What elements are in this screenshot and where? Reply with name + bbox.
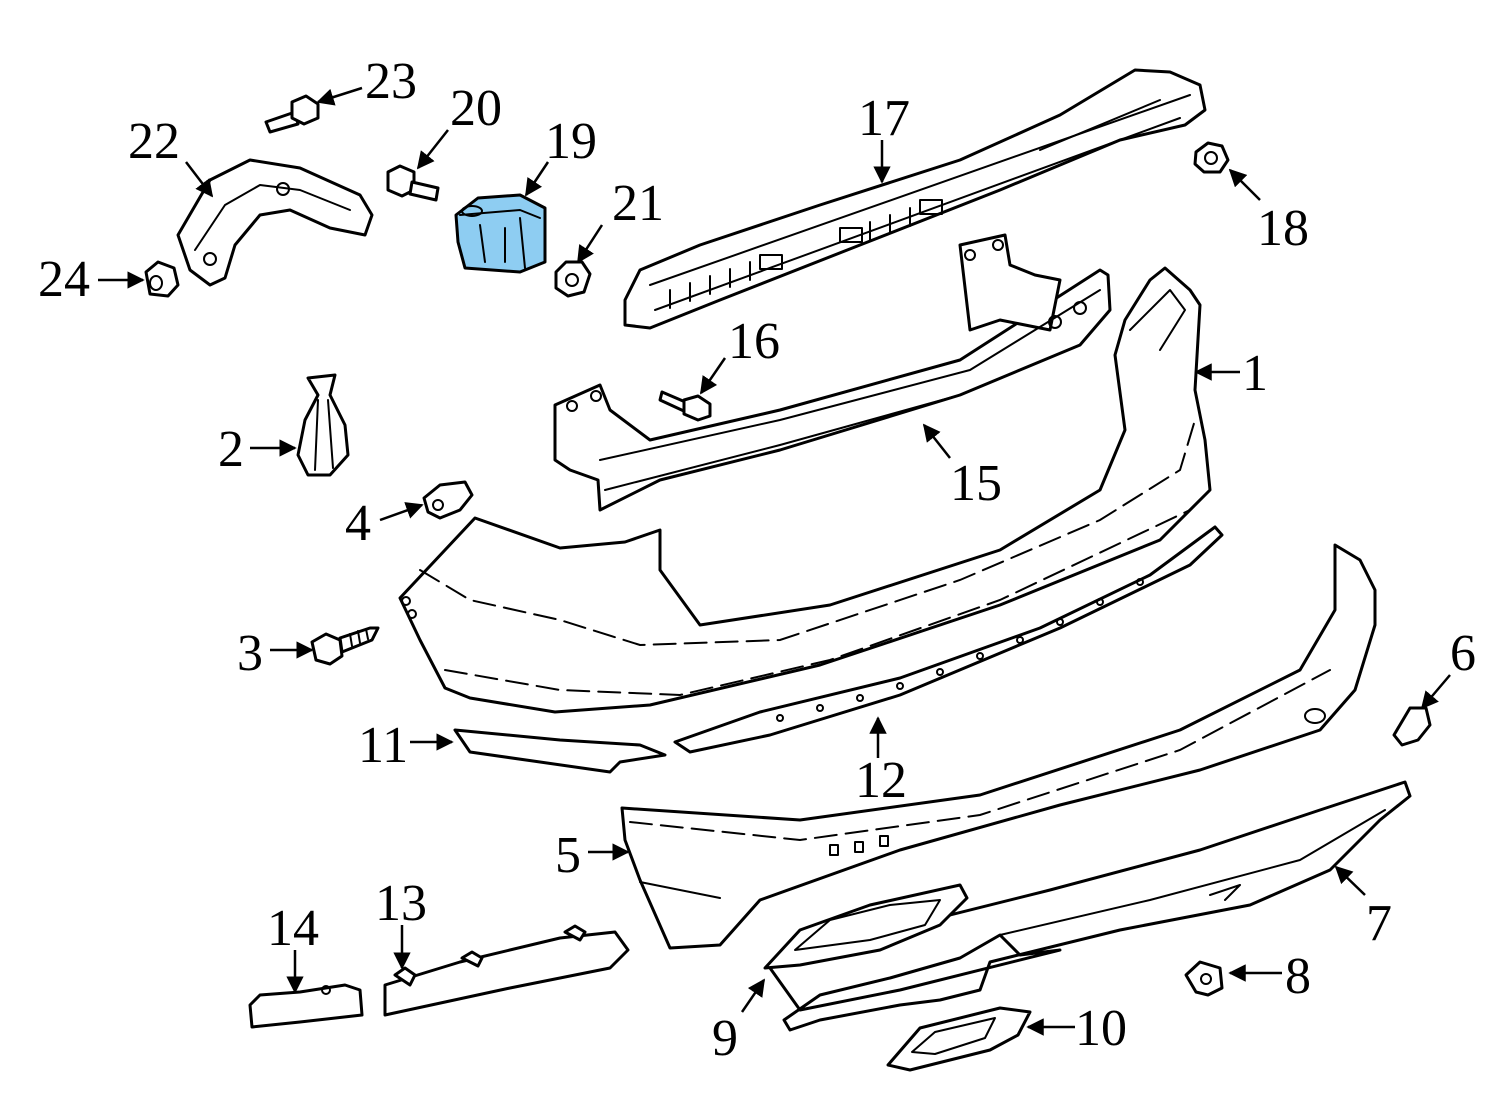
callout-21: 21	[612, 175, 664, 232]
callout-2: 2	[218, 421, 244, 478]
callout-5: 5	[555, 827, 581, 884]
callout-4: 4	[345, 495, 371, 552]
callout-labels: 1 2 3 4 5 6 7 8 9 10 11 12 13 14 15 16 1…	[38, 53, 1476, 1067]
part-22-bracket[interactable]	[176, 158, 374, 287]
callout-23: 23	[365, 53, 417, 110]
part-16-bolt[interactable]	[658, 390, 712, 422]
part-1-bumper-cover[interactable]	[398, 266, 1212, 714]
callout-24: 24	[38, 251, 90, 308]
callout-13: 13	[375, 875, 427, 932]
callout-1: 1	[1242, 345, 1268, 402]
callout-16: 16	[728, 313, 780, 370]
part-17-energy-absorber[interactable]	[623, 68, 1207, 330]
part-18-nut[interactable]	[1193, 141, 1230, 174]
part-2-cover-bag[interactable]	[296, 373, 350, 477]
part-15-reinforcement[interactable]	[553, 233, 1112, 512]
part-21-nut[interactable]	[554, 260, 592, 298]
callout-6: 6	[1450, 625, 1476, 682]
callout-17: 17	[858, 90, 910, 147]
callout-19: 19	[545, 113, 597, 170]
part-6-clip[interactable]	[1392, 706, 1432, 747]
part-9-exhaust-trim[interactable]	[763, 883, 969, 970]
callout-11: 11	[358, 717, 408, 774]
part-5-lower-cover[interactable]	[620, 543, 1377, 950]
callout-leaders	[98, 86, 1451, 1036]
part-10-exhaust-trim[interactable]	[886, 1006, 1032, 1072]
callout-22: 22	[128, 113, 180, 170]
part-4-push-pin[interactable]	[422, 480, 474, 520]
callout-3: 3	[237, 625, 263, 682]
part-19-bracket-highlighted[interactable]	[454, 193, 547, 274]
callout-7: 7	[1366, 895, 1392, 952]
callout-12: 12	[855, 752, 907, 809]
callout-8: 8	[1285, 948, 1311, 1005]
part-8-clip[interactable]	[1184, 960, 1224, 997]
part-3-screw[interactable]	[310, 626, 380, 666]
part-24-bumper[interactable]	[144, 260, 180, 298]
callout-14: 14	[267, 900, 319, 957]
callout-9: 9	[712, 1010, 738, 1067]
callout-20: 20	[450, 80, 502, 137]
part-23-bolt[interactable]	[264, 94, 320, 134]
callout-15: 15	[950, 455, 1002, 512]
callout-18: 18	[1257, 200, 1309, 257]
part-20-stud[interactable]	[386, 164, 440, 202]
callout-10: 10	[1075, 1000, 1127, 1057]
part-12-upper-strip[interactable]	[673, 525, 1224, 754]
part-7-diffuser[interactable]	[768, 780, 1412, 1032]
part-11-left-strip[interactable]	[453, 728, 667, 774]
part-13-reflector[interactable]	[383, 924, 630, 1017]
part-14-reflector[interactable]	[248, 983, 364, 1029]
